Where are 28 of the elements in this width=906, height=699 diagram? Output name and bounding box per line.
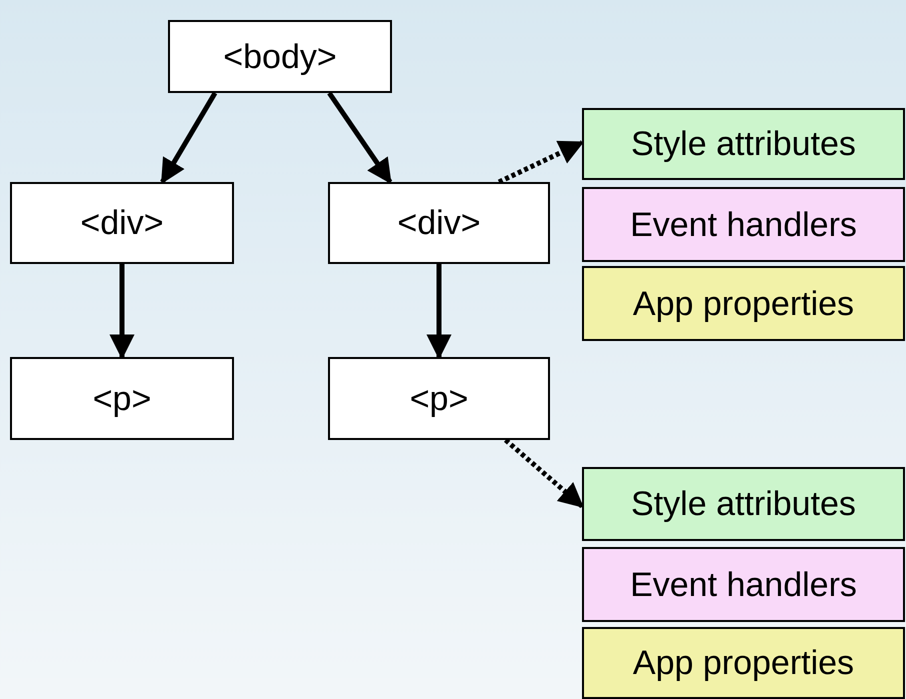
arrow xyxy=(504,438,584,508)
element-box xyxy=(10,357,234,440)
node-label: <div> xyxy=(80,206,164,240)
property-box xyxy=(582,627,905,699)
element-box xyxy=(328,357,550,440)
node-label: <div> xyxy=(397,206,481,240)
element-box xyxy=(10,182,234,264)
node-label: Style attributes xyxy=(631,487,856,521)
node-label: Event handlers xyxy=(630,208,857,242)
element-box xyxy=(168,20,392,93)
node-label: <p> xyxy=(410,382,468,416)
node-label: Style attributes xyxy=(631,127,856,161)
node-label: <body> xyxy=(223,40,337,74)
property-box xyxy=(582,187,905,262)
arrow xyxy=(160,92,218,184)
node-label: Event handlers xyxy=(630,568,857,602)
node-label: App properties xyxy=(632,286,854,320)
node-label: <p> xyxy=(92,382,152,416)
arrow xyxy=(327,92,392,184)
element-box xyxy=(328,182,550,264)
property-box xyxy=(582,266,905,341)
property-box xyxy=(582,547,905,622)
arrow xyxy=(110,264,134,360)
property-box xyxy=(582,467,905,541)
property-box xyxy=(582,108,905,180)
arrow xyxy=(426,264,452,360)
node-label: App properties xyxy=(632,646,854,680)
arrow xyxy=(498,140,584,184)
